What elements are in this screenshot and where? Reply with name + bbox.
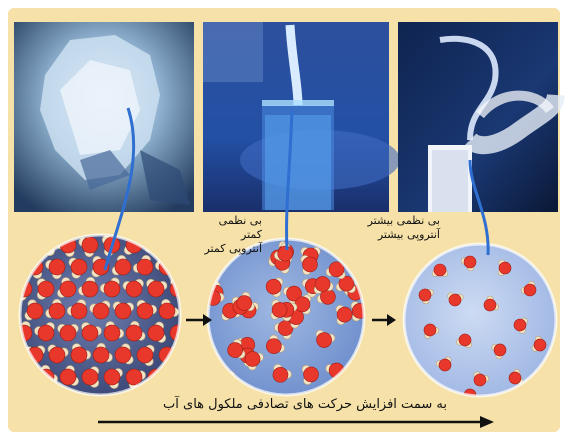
liquid-water-molecule [215, 373, 232, 394]
increasing-random-motion-caption: به سمت افزایش حرکت های تصادفی ملکول های … [125, 397, 485, 412]
ice-molecules [10, 232, 202, 395]
increasing-arrow [98, 416, 494, 428]
lower-disorder-text: بی نظمی کمتر [198, 214, 262, 242]
lower-entropy-label: بی نظمی کمتر آنتروپی کمتر [198, 214, 262, 256]
lower-entropy-text: آنتروپی کمتر [198, 242, 262, 256]
ice-water-molecule [166, 367, 189, 387]
steam-photo [398, 22, 558, 212]
higher-disorder-text: بی نظمی بیشتر [356, 214, 440, 228]
water-photo [203, 22, 400, 212]
ice-water-molecule [176, 342, 203, 369]
ice-water-molecule [164, 232, 191, 258]
ice-water-molecule [14, 237, 35, 254]
gas-molecules [404, 244, 556, 403]
higher-entropy-label: بی نظمی بیشتر آنتروپی بیشتر [356, 214, 440, 242]
liquid-water-molecule [209, 376, 231, 395]
liquid-water-molecule [351, 300, 369, 321]
arrow-liquid-to-gas [372, 314, 396, 326]
ice-water-molecule [11, 364, 37, 389]
ice-photo [14, 22, 194, 212]
higher-entropy-text: آنتروپی بیشتر [356, 228, 440, 242]
ice-water-molecule [178, 257, 200, 276]
liquid-molecules [201, 237, 370, 396]
liquid-water-molecule [345, 371, 370, 396]
